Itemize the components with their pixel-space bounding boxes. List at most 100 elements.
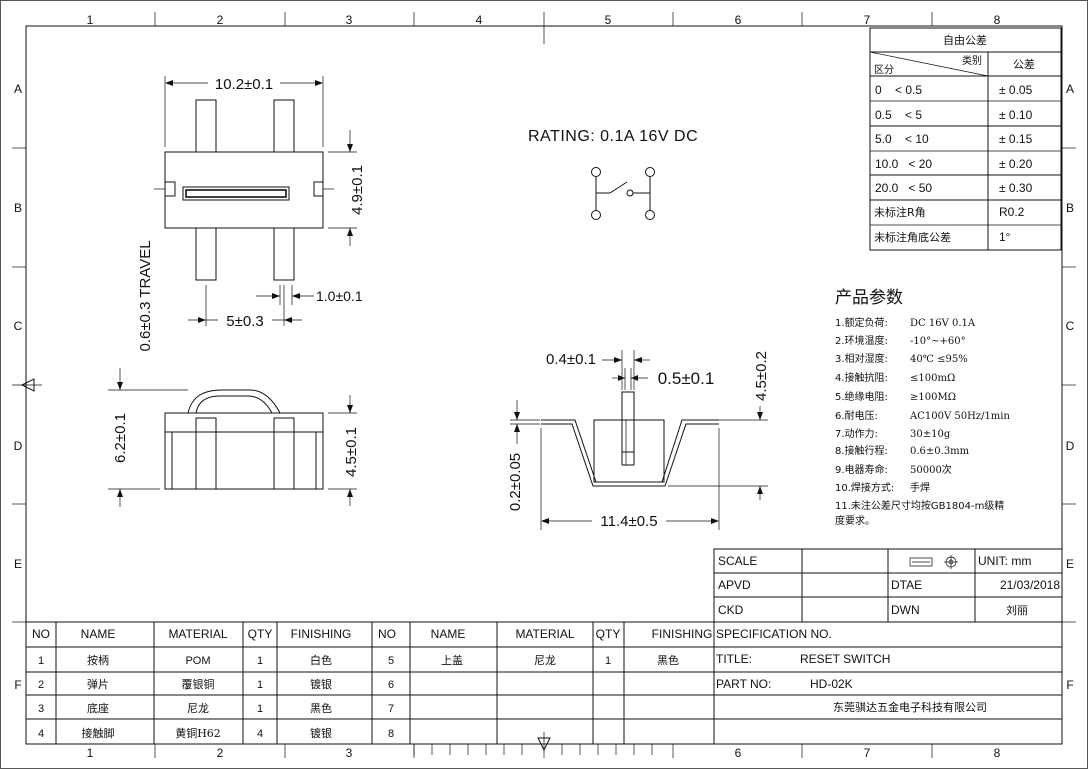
- bom-cell-finishing: 黑色: [657, 653, 679, 667]
- apvd-label: APVD: [718, 578, 751, 592]
- dim-section-slot: 0.5±0.1: [658, 369, 715, 388]
- bom-header-qty: QTY: [596, 627, 621, 641]
- bom-cell-finishing: 镀银: [310, 726, 332, 740]
- bom-cell-qty: 1: [257, 655, 263, 667]
- part-label: PART NO:: [716, 677, 771, 691]
- zone-row-c-left: C: [14, 319, 23, 333]
- bom-cell-qty: 1: [605, 655, 611, 667]
- date-label: DTAE: [891, 578, 922, 592]
- date-value: 21/03/2018: [1000, 578, 1060, 592]
- title-label: TITLE:: [716, 652, 752, 666]
- projection-icon: [909, 555, 958, 569]
- bom-cell-no: 4: [38, 728, 44, 740]
- bom-header-finishing: FINISHING: [291, 627, 352, 641]
- bom-header-material: MATERIAL: [515, 627, 574, 641]
- param-label: 度要求。: [835, 514, 875, 527]
- bom-cell-no: 1: [38, 655, 44, 667]
- bom-headers: NO NAME MATERIAL QTY FINISHING NO NAME M…: [32, 627, 712, 641]
- bom-header-qty: QTY: [248, 627, 273, 641]
- company-name: 东莞骐达五金电子科技有限公司: [833, 700, 987, 714]
- bom-cell-material: 覆银铜: [182, 677, 215, 691]
- param-label: 8.接触行程:: [835, 444, 888, 457]
- zone-col-7-bottom: 7: [864, 746, 871, 760]
- zone-row-a-right: A: [1066, 82, 1074, 96]
- zone-col-3-top: 3: [346, 13, 353, 27]
- param-value: 50000次: [910, 463, 952, 476]
- bom-header-name: NAME: [431, 627, 466, 641]
- zone-row-e-right: E: [1066, 557, 1074, 571]
- tolerance-row-value: 1°: [999, 230, 1011, 244]
- unit-label: UNIT: mm: [978, 554, 1031, 568]
- param-value: 40℃ ≤95%: [910, 354, 968, 365]
- param-value: ≤100mΩ: [910, 373, 955, 384]
- zone-row-b-right: B: [1066, 201, 1074, 215]
- zone-row-d-right: D: [1066, 439, 1075, 453]
- bottom-ruler-ticks: [413, 744, 653, 755]
- param-value: 手焊: [910, 481, 930, 494]
- dim-section-width: 11.4±0.5: [600, 513, 657, 530]
- tolerance-table-title: 自由公差: [943, 33, 987, 47]
- param-value: 30±10g: [910, 429, 951, 440]
- dwn-value: 刘丽: [1006, 604, 1028, 617]
- zone-col-8-top: 8: [994, 13, 1001, 27]
- param-label: 3.相对湿度:: [835, 352, 888, 365]
- bom-header-no: NO: [32, 627, 50, 641]
- bom-cell-no: 3: [38, 703, 44, 715]
- bom-cell-material: 尼龙: [187, 702, 209, 715]
- bom-cell-name: 按柄: [87, 653, 109, 667]
- rating-label: RATING: 0.1A 16V DC: [528, 128, 698, 145]
- zone-col-3-bottom: 3: [346, 746, 353, 760]
- param-label: 4.接触抗阻:: [835, 371, 888, 384]
- tolerance-row-range: 未标注角底公差: [874, 230, 951, 244]
- bom-rows-left: 1 按柄 POM 1 白色 2 弹片 覆银铜 1 镀银 3 底座 尼龙 1 黑色…: [38, 653, 332, 740]
- param-value: DC 16V 0.1A: [910, 318, 976, 329]
- centering-mark-left: [20, 378, 35, 392]
- zone-col-2-top: 2: [217, 13, 224, 27]
- scale-label: SCALE: [718, 554, 757, 568]
- zone-col-4-top: 4: [476, 13, 483, 27]
- param-label: 9.电器寿命:: [835, 463, 888, 476]
- bom-cell-name: 接触脚: [82, 726, 115, 740]
- param-label: 7.动作力:: [835, 427, 878, 440]
- bom-cell-qty: 1: [257, 703, 263, 715]
- dim-travel: 0.6±0.3 TRAVEL: [137, 240, 154, 351]
- bom-cell-finishing: 白色: [310, 653, 332, 667]
- spec-label: SPECIFICATION NO.: [716, 627, 832, 641]
- bom-header-name: NAME: [81, 627, 116, 641]
- zone-row-b-left: B: [14, 201, 22, 215]
- tolerance-row-value: ± 0.20: [999, 157, 1033, 171]
- bom-cell-material: 黄铜H62: [175, 726, 221, 740]
- bom-grid: [26, 621, 714, 744]
- param-label: 6.耐电压:: [835, 409, 878, 422]
- tolerance-row-value: ± 0.10: [999, 108, 1033, 122]
- bom-cell-finishing: 黑色: [310, 701, 332, 715]
- tolerance-row-value: R0.2: [999, 205, 1025, 219]
- zone-col-1-top: 1: [87, 13, 94, 27]
- zone-col-6-bottom: 6: [735, 746, 742, 760]
- tolerance-row-range: 10.0 < 20: [875, 157, 932, 171]
- bom-cell-no: 2: [38, 679, 44, 691]
- title-value: RESET SWITCH: [800, 652, 890, 666]
- param-label: 2.环境温度:: [835, 334, 888, 347]
- dim-pin-width: 1.0±0.1: [316, 288, 363, 304]
- param-label: 11.未注公差尺寸均按GB1804-m级精: [835, 499, 1004, 512]
- zone-row-e-left: E: [14, 557, 22, 571]
- side-view: [108, 368, 357, 507]
- ckd-label: CKD: [718, 603, 744, 617]
- param-label: 10.焊接方式:: [835, 481, 894, 494]
- bom-cell-finishing: 镀银: [310, 677, 332, 691]
- top-view: [154, 76, 357, 326]
- zone-ticks: [12, 12, 1076, 758]
- dim-section-thickness: 0.2±0.05: [507, 453, 524, 511]
- zone-row-f-left: F: [14, 678, 21, 692]
- bom-cell-qty: 4: [257, 728, 263, 740]
- tolerance-table-grid: [869, 27, 1062, 251]
- tolerance-row-value: ± 0.30: [999, 181, 1033, 195]
- param-value: -10°~+60°: [910, 336, 966, 347]
- zone-row-a-left: A: [14, 82, 22, 96]
- dim-side-body: 4.5±0.1: [343, 427, 360, 477]
- dim-section-top: 0.4±0.1: [546, 351, 596, 368]
- zone-col-2-bottom: 2: [217, 746, 224, 760]
- tolerance-row-range: 5.0 < 10: [875, 132, 929, 146]
